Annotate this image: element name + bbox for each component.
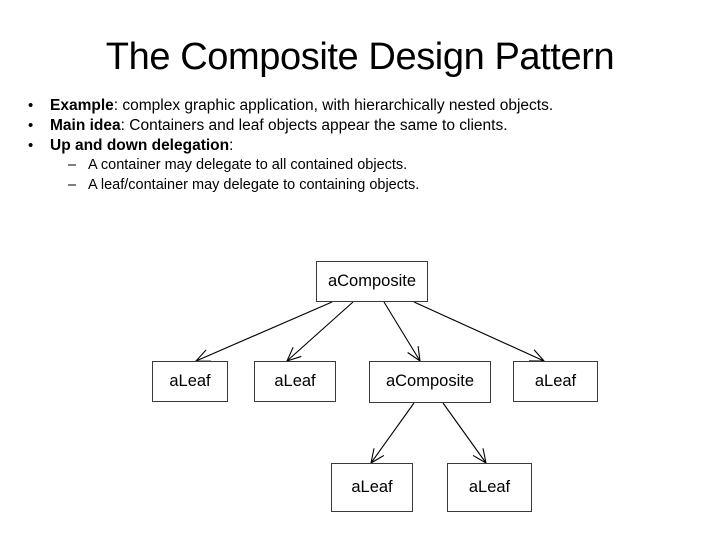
sub-bullet-item-container-delegate: – A container may delegate to all contai… bbox=[28, 156, 700, 175]
node-aleaf-2: aLeaf bbox=[254, 361, 336, 402]
bullet-rest: : bbox=[229, 137, 234, 154]
bullet-item-up-and-down-delegation: • Up and down delegation: bbox=[28, 136, 700, 155]
bullet-text: Example: complex graphic application, wi… bbox=[50, 96, 700, 115]
arrowhead-leaf1 bbox=[194, 349, 212, 362]
node-label: aLeaf bbox=[169, 371, 211, 390]
node-label: aLeaf bbox=[534, 371, 577, 390]
sub-bullet-item-leaf-delegate: – A leaf/container may delegate to conta… bbox=[28, 176, 700, 195]
edge-root-to-leaf2 bbox=[286, 301, 354, 362]
arrowhead-leaf5 bbox=[472, 448, 487, 465]
bullet-bold-prefix: Example bbox=[50, 97, 114, 114]
sub-bullet-text: A leaf/container may delegate to contain… bbox=[88, 177, 420, 193]
edge-root-to-leaf3 bbox=[413, 301, 545, 362]
bullet-rest: : complex graphic application, with hier… bbox=[113, 97, 554, 114]
bullet-list: • Example: complex graphic application, … bbox=[28, 96, 700, 196]
node-label: aComposite bbox=[385, 372, 475, 390]
bullet-bold-prefix: Main idea bbox=[50, 117, 121, 134]
arrowhead-comp2 bbox=[407, 346, 421, 363]
bullet-marker-icon: • bbox=[28, 97, 34, 114]
sub-bullet-text: A container may delegate to all containe… bbox=[88, 157, 408, 173]
node-aleaf-1: aLeaf bbox=[152, 361, 228, 402]
bullet-bold-prefix: Up and down delegation bbox=[50, 137, 230, 154]
bullet-item-example: • Example: complex graphic application, … bbox=[28, 96, 700, 115]
node-label: aLeaf bbox=[274, 371, 316, 390]
bullet-marker-icon: • bbox=[28, 137, 34, 154]
dash-marker-icon: – bbox=[68, 157, 77, 173]
arrowhead-leaf2 bbox=[285, 347, 302, 362]
page-title: The Composite Design Pattern bbox=[105, 36, 615, 78]
edge-root-to-comp2 bbox=[383, 301, 421, 362]
node-label: aComposite bbox=[327, 271, 417, 290]
node-aleaf-5: aLeaf bbox=[447, 463, 532, 512]
edge-comp2-to-leaf5 bbox=[442, 402, 487, 464]
dash-marker-icon: – bbox=[68, 177, 77, 193]
bullet-item-main-idea: • Main idea: Containers and leaf objects… bbox=[28, 116, 700, 135]
node-aleaf-4: aLeaf bbox=[331, 463, 413, 512]
node-label: aLeaf bbox=[468, 477, 511, 496]
node-nested-acomposite: aComposite bbox=[369, 361, 491, 403]
bullet-text: Main idea: Containers and leaf objects a… bbox=[50, 116, 700, 135]
bullet-marker-icon: • bbox=[28, 117, 34, 134]
edge-comp2-to-leaf4 bbox=[370, 402, 415, 464]
bullet-rest: : Containers and leaf objects appear the… bbox=[120, 117, 508, 134]
arrowhead-leaf4 bbox=[370, 448, 385, 465]
node-label: aLeaf bbox=[351, 477, 393, 496]
node-root-acomposite: aComposite bbox=[316, 261, 428, 302]
bullet-text: Up and down delegation: bbox=[50, 136, 700, 155]
node-aleaf-3: aLeaf bbox=[513, 361, 598, 402]
edge-root-to-leaf1 bbox=[195, 301, 333, 362]
arrowhead-leaf3 bbox=[528, 349, 546, 362]
